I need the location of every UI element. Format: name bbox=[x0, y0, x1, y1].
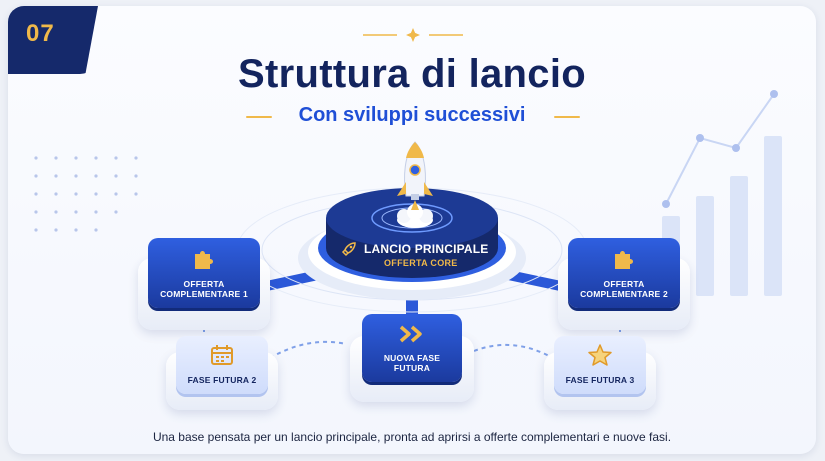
puzzle-icon bbox=[615, 251, 633, 269]
central-subtitle: OFFERTA CORE bbox=[384, 258, 458, 268]
star-icon bbox=[588, 344, 612, 366]
slide-caption: Una base pensata per un lancio principal… bbox=[152, 430, 672, 444]
offer-1-line1: OFFERTA bbox=[183, 278, 225, 289]
new-phase-node: NUOVA FASE FUTURA bbox=[362, 314, 462, 382]
future-2-label: FASE FUTURA 2 bbox=[187, 375, 257, 386]
offer-1-line2: COMPLEMENTARE 1 bbox=[160, 289, 248, 300]
sparkle-icon bbox=[363, 28, 463, 42]
page-title: Struttura di lancio bbox=[238, 52, 586, 96]
small-rocket-icon bbox=[341, 242, 356, 257]
slide-number-badge bbox=[8, 6, 98, 74]
dot-grid-decoration bbox=[34, 156, 138, 232]
offer-2-line2: COMPLEMENTARE 2 bbox=[580, 289, 668, 300]
new-phase-line1: NUOVA FASE bbox=[383, 352, 441, 363]
central-platform bbox=[298, 188, 526, 300]
offer-1-node: OFFERTA COMPLEMENTARE 1 bbox=[148, 238, 260, 308]
future-2-node: FASE FUTURA 2 bbox=[176, 336, 268, 394]
offer-2-line1: OFFERTA bbox=[603, 278, 645, 289]
new-phase-line2: FUTURA bbox=[393, 363, 431, 374]
future-3-node: FASE FUTURA 3 bbox=[554, 336, 646, 394]
slide-number: 07 bbox=[26, 20, 55, 47]
puzzle-icon bbox=[195, 251, 213, 269]
subtitle-divider-left bbox=[246, 116, 272, 118]
calendar-icon bbox=[211, 345, 233, 365]
central-title: LANCIO PRINCIPALE bbox=[364, 242, 489, 256]
double-chevron-icon bbox=[399, 325, 422, 343]
rocket-icon bbox=[397, 141, 433, 228]
offer-2-node: OFFERTA COMPLEMENTARE 2 bbox=[568, 238, 680, 308]
slide: 07 Struttura di lancio Con sviluppi succ… bbox=[8, 6, 816, 454]
future-3-label: FASE FUTURA 3 bbox=[565, 375, 635, 386]
page-subtitle: Con sviluppi successivi bbox=[298, 104, 526, 126]
subtitle-divider-right bbox=[554, 116, 580, 118]
